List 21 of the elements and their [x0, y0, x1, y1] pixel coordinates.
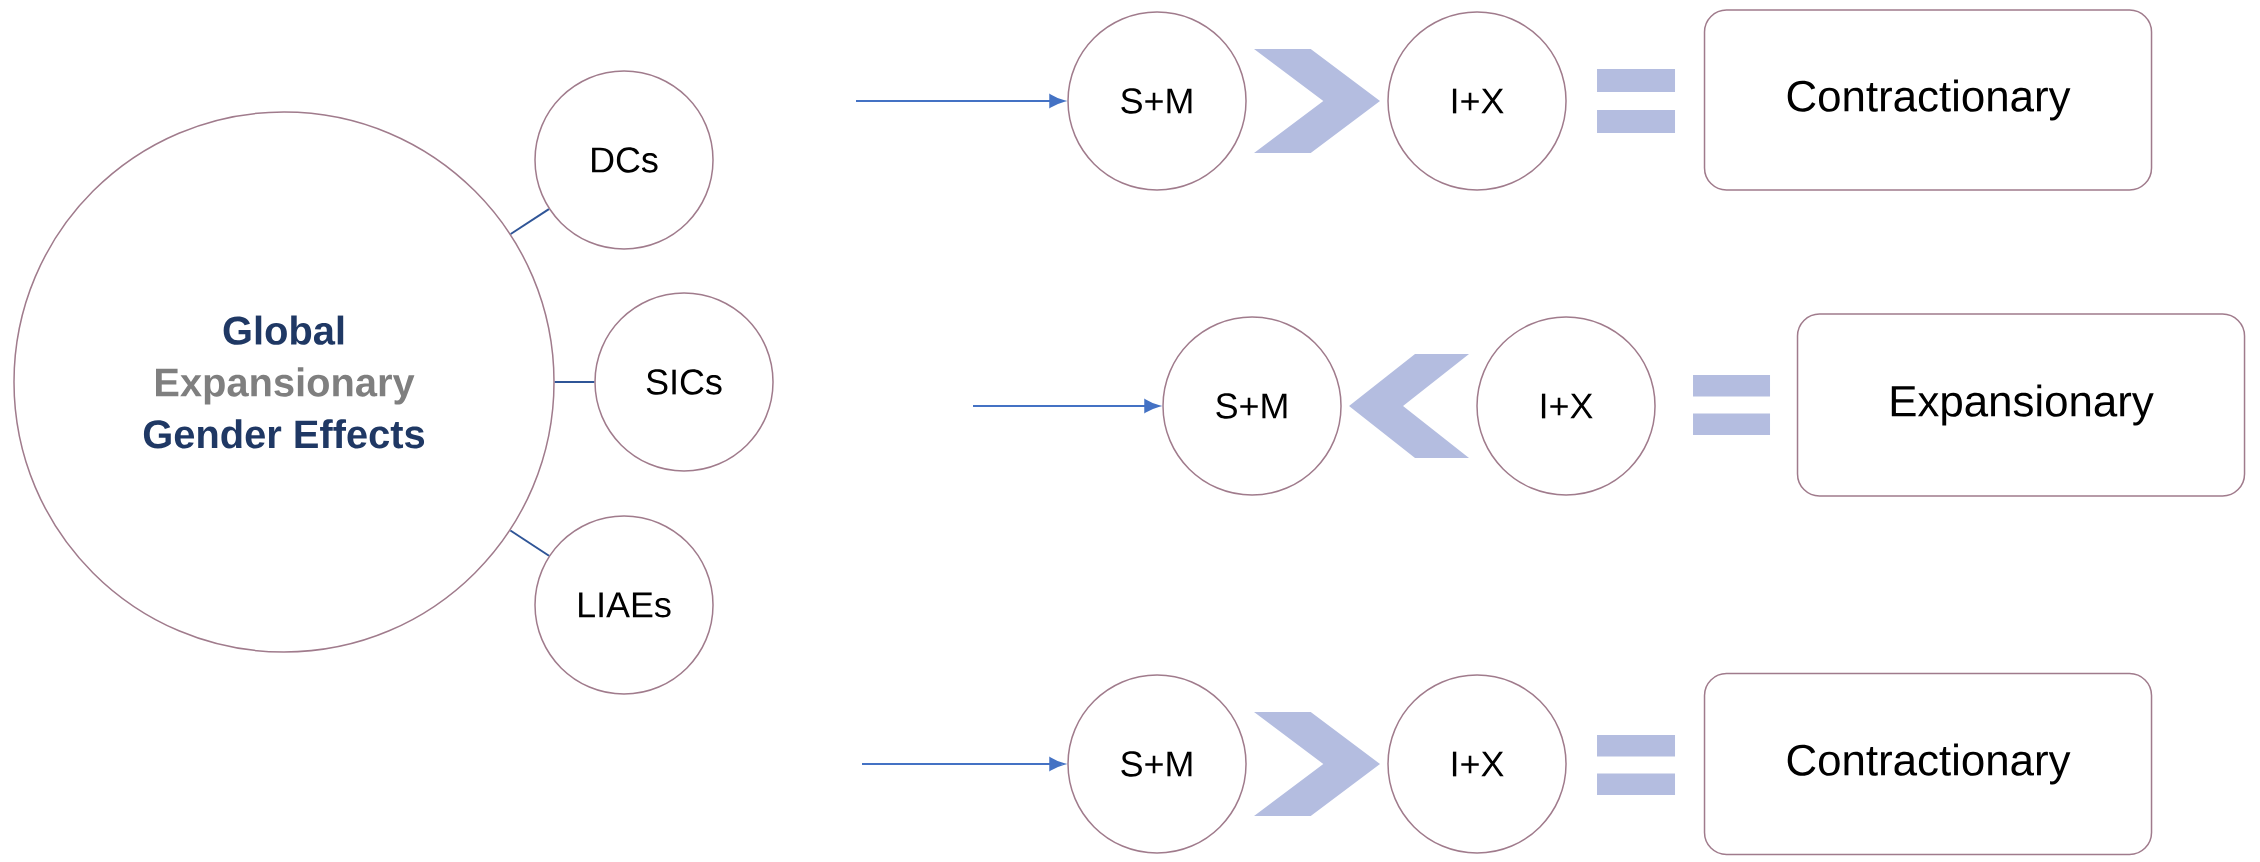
connector-line — [509, 208, 550, 235]
circle-node: SICs — [594, 292, 774, 472]
arrow — [972, 399, 1160, 413]
connector-line — [509, 529, 550, 557]
chevron-arrow — [1349, 354, 1469, 458]
arrow — [861, 757, 1065, 771]
connector-line — [553, 381, 596, 383]
circle-node: S+M — [1067, 674, 1247, 854]
circle-node: S+M — [1162, 316, 1342, 496]
circle-node: I+X — [1476, 316, 1656, 496]
circle-node: LIAEs — [534, 515, 714, 695]
circle-node: S+M — [1067, 11, 1247, 191]
circle-node: I+X — [1387, 674, 1567, 854]
result-box: Contractionary — [1703, 672, 2153, 856]
circle-node: DCs — [534, 70, 714, 250]
result-box: Expansionary — [1796, 313, 2246, 497]
result-box: Contractionary — [1703, 9, 2153, 191]
chevron-arrow — [1254, 49, 1380, 153]
circle-node: I+X — [1387, 11, 1567, 191]
chevron-arrow — [1254, 712, 1380, 816]
arrow — [855, 94, 1065, 108]
